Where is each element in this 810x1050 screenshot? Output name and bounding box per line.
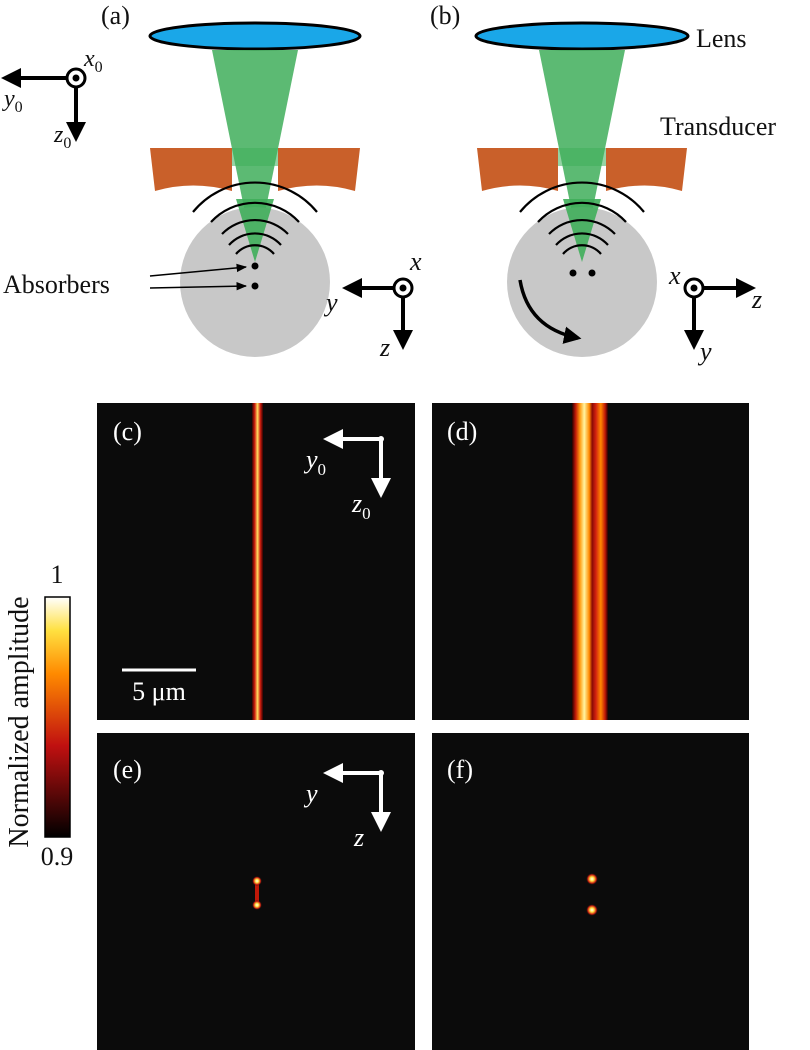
transducer-left-part (477, 148, 558, 191)
transducer-label: Transducer (660, 112, 776, 141)
panel-a: (a) Absorbers x0 (1, 1, 422, 362)
axes-y-z: y z (303, 763, 391, 852)
rotation-arrow (518, 279, 582, 344)
panel-e: (e) y z (97, 733, 415, 1050)
panel-b: (b) Lens Transducer x z y (430, 1, 776, 366)
transducer-right-part (606, 148, 687, 191)
absorber-pointer-top (149, 263, 248, 277)
axes-y0-z0: y0 z0 (303, 429, 391, 523)
svg-text:y: y (323, 288, 338, 317)
absorber-top (251, 262, 259, 270)
svg-text:z0: z0 (53, 122, 71, 152)
beam-through-transducer (558, 148, 606, 166)
absorber-right (588, 269, 596, 277)
absorbers-label: Absorbers (3, 270, 110, 299)
colorbar-title: Normalized amplitude (4, 596, 35, 847)
sample-sphere (180, 207, 330, 357)
svg-text:z: z (353, 823, 364, 852)
colorbar: 1 0.9 Normalized amplitude (4, 560, 73, 871)
beam-through-transducer (232, 148, 278, 166)
lens (148, 21, 362, 51)
point-spot-top (586, 873, 598, 885)
panel-c-label: (c) (113, 417, 142, 446)
svg-text:y0: y0 (303, 445, 326, 479)
svg-text:z0: z0 (351, 489, 371, 523)
beam-focus (563, 199, 601, 262)
beam-focus (236, 199, 274, 262)
sample-sphere (507, 207, 657, 357)
colorbar-gradient (44, 596, 71, 838)
lens (474, 21, 690, 51)
panel-d: (d) (432, 403, 749, 720)
colorbar-min-label: 0.9 (41, 842, 74, 871)
point-spot-top (252, 876, 262, 886)
absorber-pointer-bottom (149, 281, 248, 291)
lens-label: Lens (696, 24, 747, 53)
svg-text:x: x (668, 261, 681, 290)
image-background (432, 733, 749, 1050)
panel-d-label: (d) (447, 417, 477, 446)
transducer-left-part (150, 148, 232, 191)
svg-text:z: z (379, 333, 390, 362)
svg-text:x0: x0 (83, 46, 103, 76)
svg-text:y0: y0 (2, 86, 23, 116)
panel-c: (c) y0 z0 5 μm (97, 403, 415, 720)
transducer-right-part (278, 148, 360, 191)
absorber-left (569, 269, 577, 277)
panel-e-label: (e) (113, 755, 142, 784)
acoustic-waves (519, 181, 645, 255)
line-profile (572, 403, 608, 720)
axes-xyz-a: x y z (323, 247, 422, 362)
point-spot-bottom (586, 904, 598, 916)
svg-text:y: y (697, 337, 712, 366)
svg-text:x: x (409, 247, 422, 276)
svg-text:z: z (751, 285, 762, 314)
colorbar-max-label: 1 (51, 560, 64, 589)
panel-f-label: (f) (447, 755, 473, 784)
point-spot-bottom (252, 900, 262, 910)
line-profile (252, 403, 263, 720)
panel-a-label: (a) (101, 1, 130, 30)
axes-x0-y0-z0: x0 y0 z0 (1, 46, 103, 152)
acoustic-waves (192, 181, 318, 255)
panel-b-label: (b) (430, 1, 460, 30)
axes-xyz-b: x z y (668, 261, 762, 366)
absorber-bottom (251, 282, 259, 290)
elongated-spot-link (255, 878, 259, 906)
svg-text:y: y (303, 779, 318, 808)
scale-bar-label: 5 μm (132, 677, 186, 706)
panel-f: (f) (432, 733, 749, 1050)
